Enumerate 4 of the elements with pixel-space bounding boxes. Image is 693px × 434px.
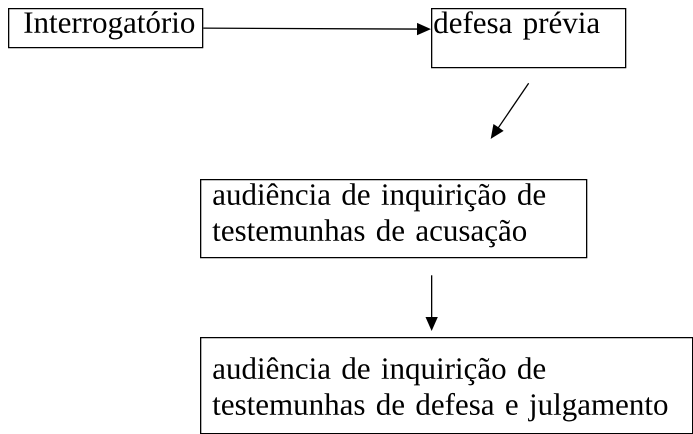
process-box: audiência de inquirição de testemunhas de defesa e julgamento bbox=[200, 337, 693, 434]
process-box: defesa prévia bbox=[431, 8, 626, 68]
process-box: Interrogatório bbox=[8, 8, 204, 48]
process-box: audiência de inquirição de testemunhas de acusação bbox=[200, 178, 588, 258]
